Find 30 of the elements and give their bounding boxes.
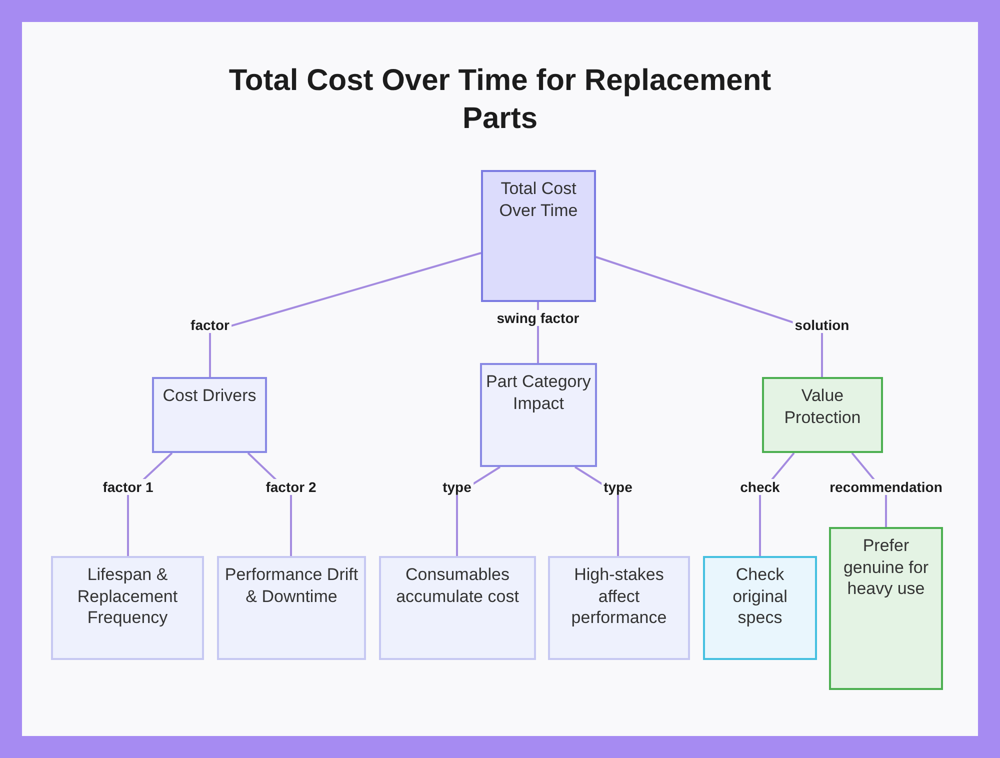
node-text: Cost Drivers (162, 385, 258, 406)
concept-box (51, 556, 204, 660)
concept-box (217, 556, 366, 660)
concept-box (703, 556, 817, 660)
edge-label: factor 1 (100, 479, 156, 495)
node-text: High-stakes affect performance (570, 564, 668, 628)
node-text: Performance Drift & Downtime (224, 564, 360, 607)
concept-box (762, 377, 883, 453)
edge-label: swing factor (494, 310, 582, 326)
node-text: Check original specs (732, 564, 788, 628)
edge-label: factor 2 (264, 479, 318, 495)
node-text: Consumables accumulate cost (395, 564, 520, 607)
edge-label: factor (188, 317, 232, 333)
node-text: Value Protection (783, 385, 862, 428)
connector-line (596, 256, 823, 377)
node-text: Total Cost Over Time (498, 178, 579, 221)
concept-box (480, 363, 597, 467)
node-text: Part Category Impact (486, 371, 591, 414)
concept-box (548, 556, 690, 660)
concept-box (481, 170, 596, 302)
connector-line (209, 252, 482, 377)
edge-label: check (738, 479, 782, 495)
concept-box (379, 556, 536, 660)
concept-box (152, 377, 267, 453)
diagram-title: Total Cost Over Time for Replacement Parts (228, 63, 772, 137)
concept-box (829, 527, 943, 690)
edge-label: recommendation (828, 479, 944, 495)
node-text: Prefer genuine for heavy use (842, 535, 930, 600)
edge-label: solution (792, 317, 852, 333)
node-text: Lifespan & Replacement Frequency (76, 564, 179, 628)
